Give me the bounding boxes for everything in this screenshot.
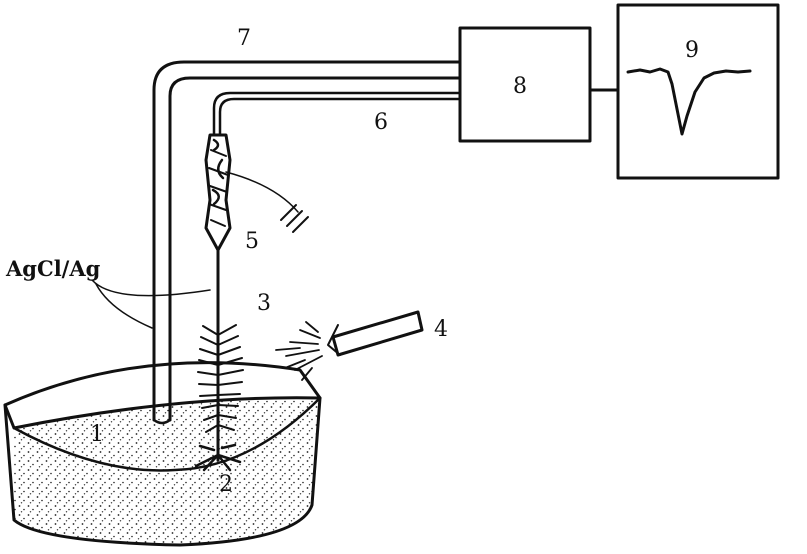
plant xyxy=(194,248,244,472)
electrode-leaders xyxy=(91,279,211,329)
electrode-label: AgCl/Ag xyxy=(5,256,101,281)
spray-nozzle xyxy=(275,310,424,381)
label-2: 2 xyxy=(219,472,233,497)
tube-7 xyxy=(152,60,462,425)
amplifier-box xyxy=(458,26,592,143)
soil-dish xyxy=(3,361,322,547)
label-4: 4 xyxy=(434,317,448,342)
label-8: 8 xyxy=(513,74,527,99)
label-1: 1 xyxy=(90,422,104,447)
wire-6 xyxy=(212,91,462,137)
label-5: 5 xyxy=(245,229,259,254)
label-7: 7 xyxy=(237,26,251,51)
label-9: 9 xyxy=(685,38,699,63)
oscilloscope-box xyxy=(616,3,780,180)
clip-electrode xyxy=(204,133,309,252)
label-3: 3 xyxy=(257,291,271,316)
oscilloscope-trace xyxy=(626,67,752,136)
label-6: 6 xyxy=(374,110,388,135)
